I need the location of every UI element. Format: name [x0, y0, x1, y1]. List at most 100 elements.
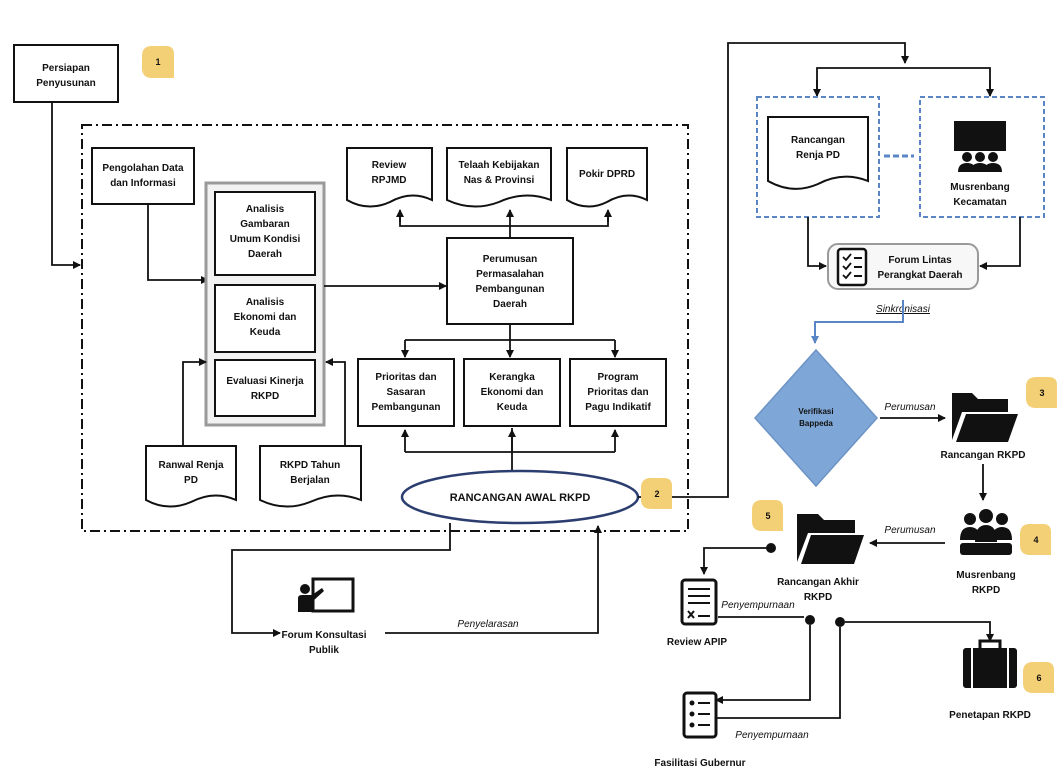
ekonomi-line-1: Analisis [246, 297, 285, 308]
pengolahan-data-box: Pengolahan Data dan Informasi [91, 147, 195, 205]
rancangan-renja-doc: Rancangan Renja PD [767, 116, 869, 190]
review-apip-document-icon [680, 578, 718, 626]
line-fasilitasi-back [716, 627, 841, 719]
ekonomi-line-3: Keuda [250, 327, 281, 338]
rancangan-akhir-folder-icon [797, 514, 864, 564]
pokir-dprd-doc: Pokir DPRD [566, 147, 648, 208]
arrow-ranwal-to-renja [638, 42, 909, 498]
rancangan-akhir-line-2: RKPD [804, 592, 832, 603]
perumusan-line-3: Pembangunan [476, 284, 545, 295]
arrow-to-forum-konsultasi [231, 523, 451, 637]
musrenbang-kec-line-2: Kecamatan [953, 197, 1006, 208]
musrenbang-meeting-icon [954, 121, 1006, 172]
analisis-gambaran-box: Analisis Gambaran Umum Kondisi Daerah [214, 191, 316, 276]
perumusan-1-label: Perumusan [884, 402, 936, 413]
teaching-board-icon [298, 577, 355, 613]
persiapan-line-2: Penyusunan [36, 78, 95, 89]
renja-line-1: Rancangan [791, 135, 845, 146]
rancangan-rkpd-label: Rancangan RKPD [940, 450, 1025, 461]
badge-3-text: 3 [1039, 388, 1044, 398]
arrow-persiapan [51, 102, 81, 269]
step-badge-1: 1 [142, 46, 174, 78]
musrenbang-rkpd-people-icon [960, 509, 1012, 555]
verifikasi-line-1: Verifikasi [798, 407, 833, 416]
pengolahan-line-1: Pengolahan Data [102, 163, 184, 174]
arrow-rkpd-evaluasi [325, 358, 346, 446]
step-badge-4: 4 [1020, 524, 1051, 555]
musrenbang-kecamatan-group [919, 96, 1045, 218]
step-badge-3: 3 [1026, 377, 1057, 408]
arrow-renja-forum [807, 217, 827, 270]
badge-6-text: 6 [1036, 673, 1041, 683]
fasilitasi-checklist-icon [682, 691, 718, 739]
arrow-musrenbang-forum [979, 217, 1021, 270]
forum-lintas-line-1: Forum Lintas [888, 255, 952, 266]
junction-dot-2 [805, 615, 815, 625]
rkpd-tahun-line-2: Berjalan [290, 475, 329, 486]
penyempurnaan-1-label: Penyempurnaan [721, 600, 795, 611]
prioritas-line-3: Pembangunan [372, 402, 441, 413]
ranwal-renja-line-2: PD [184, 475, 198, 486]
perumusan-permasalahan-box: Perumusan Permasalahan Pembangunan Daera… [446, 237, 574, 325]
ekonomi-line-2: Ekonomi dan [234, 312, 297, 323]
step-badge-5: 5 [752, 500, 783, 531]
prioritas-sasaran-box: Prioritas dan Sasaran Pembangunan [357, 358, 455, 427]
program-prioritas-box: Program Prioritas dan Pagu Indikatif [569, 358, 667, 427]
step-badge-6: 6 [1023, 662, 1054, 693]
gambaran-line-3: Umum Kondisi [230, 234, 301, 245]
rancangan-akhir-line-1: Rancangan Akhir [777, 577, 859, 588]
evaluasi-kinerja-box: Evaluasi Kinerja RKPD [214, 359, 316, 417]
pengolahan-line-2: dan Informasi [110, 178, 176, 189]
penyempurnaan-2-label: Penyempurnaan [735, 730, 809, 741]
junction-dot-3 [835, 617, 845, 627]
arrow-ranwal-evaluasi [182, 358, 207, 446]
program-line-3: Pagu Indikatif [585, 402, 651, 413]
pokir-label: Pokir DPRD [579, 169, 635, 180]
arrow-to-fasilitasi [715, 625, 811, 704]
penyelarasan-label: Penyelarasan [457, 619, 519, 630]
arrow-akhir-review [700, 547, 771, 575]
ranwal-renja-line-1: Ranwal Renja [158, 460, 223, 471]
perumusan-2-label: Perumusan [884, 525, 936, 536]
rkpd-tahun-line-1: RKPD Tahun [280, 460, 340, 471]
badge-5-text: 5 [765, 511, 770, 521]
checklist-icon [836, 247, 868, 287]
rpjmd-line-2: RPJMD [371, 175, 406, 186]
review-apip-label: Review APIP [667, 637, 728, 648]
penetapan-briefcase-icon [963, 639, 1017, 688]
analisis-ekonomi-box: Analisis Ekonomi dan Keuda [214, 284, 316, 353]
badge-2-text: 2 [654, 489, 659, 499]
prioritas-line-2: Sasaran [387, 387, 426, 398]
perumusan-line-1: Perumusan [483, 254, 537, 265]
badge-1-text: 1 [155, 57, 160, 67]
forum-konsultasi-line-2: Publik [309, 645, 339, 656]
kerangka-line-1: Kerangka [489, 372, 535, 383]
musrenbang-kec-line-1: Musrenbang [950, 182, 1009, 193]
rpjmd-line-1: Review [372, 160, 407, 171]
musrenbang-rkpd-line-2: RKPD [972, 585, 1000, 596]
perumusan-line-4: Daerah [493, 299, 527, 310]
gambaran-line-4: Daerah [248, 249, 282, 260]
musrenbang-rkpd-line-1: Musrenbang [956, 570, 1015, 581]
gambaran-line-2: Gambaran [240, 219, 289, 230]
kerangka-line-3: Keuda [497, 402, 528, 413]
prioritas-line-1: Prioritas dan [375, 372, 436, 383]
verifikasi-line-2: Bappeda [799, 419, 833, 428]
rancangan-awal-rkpd: RANCANGAN AWAL RKPD [400, 469, 640, 525]
kerangka-line-2: Ekonomi dan [481, 387, 544, 398]
perumusan-line-2: Permasalahan [476, 269, 544, 280]
rkpd-tahun-berjalan-doc: RKPD Tahun Berjalan [259, 445, 362, 508]
penetapan-label: Penetapan RKPD [949, 710, 1031, 721]
kerangka-ekonomi-box: Kerangka Ekonomi dan Keuda [463, 358, 561, 427]
arrow-sinkronisasi [811, 300, 904, 344]
telaah-kebijakan-doc: Telaah Kebijakan Nas & Provinsi [446, 147, 552, 208]
docs-bracket [399, 212, 609, 227]
program-line-2: Prioritas dan [587, 387, 648, 398]
review-rpjmd-doc: Review RPJMD [346, 147, 433, 208]
persiapan-line-1: Persiapan [42, 63, 90, 74]
renja-group [756, 96, 880, 218]
rancangan-rkpd-folder-icon [952, 393, 1018, 442]
ranwal-region [81, 124, 689, 532]
ranwal-renja-doc: Ranwal Renja PD [145, 445, 237, 508]
